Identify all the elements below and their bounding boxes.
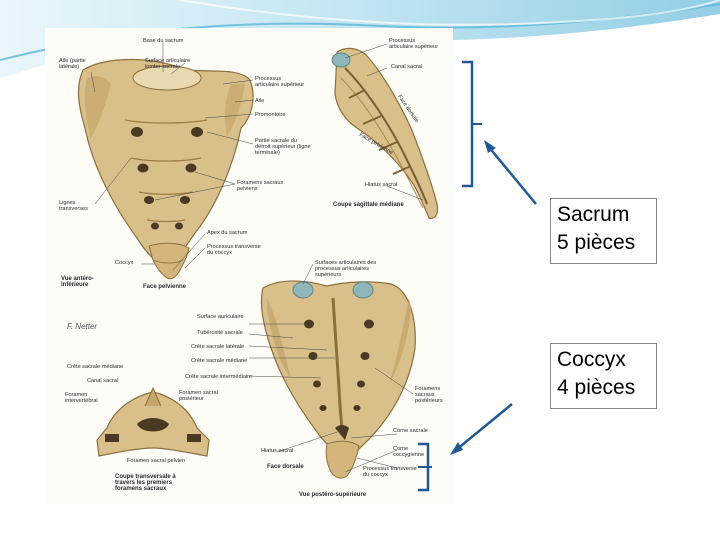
label-transverse-lines: Lignes transverses [59, 200, 88, 212]
label-posterior-coccyx-transverse-process: Processus transverse du coccyx [363, 466, 417, 478]
label-aile: Aile [255, 98, 265, 104]
label-transverse-posterior-foramen: Foramen sacral postérieur [179, 390, 218, 402]
sacrum-posterior-view [260, 280, 416, 479]
label-sacral-horn: Corne sacrale [393, 428, 428, 434]
sacrum-anterior-view [77, 58, 254, 280]
label-articular-surfaces: Surfaces articulaires des processus arti… [315, 260, 377, 278]
label-anterior-view: Vue antéro-inférieure [61, 276, 94, 288]
label-transverse-median-crest: Crête sacrale médiane [67, 364, 124, 370]
sacrum-callout-count: 5 pièces [557, 231, 636, 254]
label-sagittal-hiatus: Hiatus sacral [365, 182, 398, 188]
sacrum-anatomy-plate: Base du sacrum Surface articulaire lombo… [45, 28, 453, 504]
sacrum-callout-title: Sacrum [557, 203, 630, 226]
label-intervertebral-foramen: Foramen intervertébral [65, 392, 98, 404]
sacrum-arrowhead [484, 140, 496, 153]
label-coccygeal-horn: Corne coccygienne [393, 446, 425, 458]
coccyx-callout-title: Coccyx [557, 348, 626, 371]
sacrum-callout: Sacrum 5 pièces [550, 198, 657, 264]
label-sagittal-title: Coupe sagittale médiane [333, 202, 404, 208]
coccyx-callout-count: 4 pièces [557, 376, 636, 399]
label-transverse-title: Coupe transversale à travers les premier… [115, 474, 176, 492]
label-coccyx-transverse-process: Processus transverse du coccyx [207, 244, 261, 256]
label-posterior-view: Vue postéro-supérieure [299, 492, 367, 498]
label-transverse-pelvic-foramen: Foramen sacral pelvien [127, 458, 186, 464]
coccyx-arrow [455, 403, 513, 451]
sacrum-arrow [487, 145, 537, 205]
label-base: Base du sacrum [143, 38, 184, 44]
sacrum-bracket [462, 60, 474, 188]
label-pelvic-foramina: Foramens sacraux pelviens [237, 180, 284, 192]
label-posterior-hiatus: Hiatus sacral [261, 448, 294, 454]
label-posterior-foramina: Foramens sacraux postérieurs [415, 386, 443, 404]
label-auricular-surface: Surface auriculaire [197, 314, 244, 320]
label-apex: Apex du sacrum [207, 230, 248, 236]
coccyx-callout: Coccyx 4 pièces [550, 343, 657, 409]
sacrum-illustration [77, 42, 439, 479]
label-wing: Aile (partie latérale) [59, 58, 86, 70]
sacrum-transverse-section [96, 386, 210, 457]
label-intermediate-crest: Crête sacrale intermédiaire [185, 374, 253, 380]
label-superior-articular-process: Processus articulaire supérieur [255, 76, 305, 88]
label-sagittal-sacral-canal: Canal sacral [391, 64, 423, 70]
label-lumbosacral-surface: Surface articulaire lombo-sacrale [145, 58, 191, 70]
label-transverse-sacral-canal: Canal sacral [87, 378, 119, 384]
label-sagittal-articular-process: Processus articulaire supérieur [389, 38, 439, 50]
label-promontory: Promontoire [255, 112, 286, 118]
netter-signature: F. Netter [67, 322, 98, 331]
label-dorsal-face: Face dorsale [267, 464, 304, 470]
label-pelvic-face: Face pelvienne [143, 284, 187, 290]
label-pelvic-brim: Partie sacrale du détroit supérieur (lig… [255, 138, 311, 156]
label-sacral-tuberosity: Tubérosité sacrale [197, 330, 243, 336]
label-lateral-crest: Crête sacrale latérale [191, 344, 245, 350]
leader-lines [90, 42, 424, 473]
label-coccyx: Coccyx [115, 260, 134, 266]
sacrum-sagittal-section [331, 47, 439, 219]
label-median-crest: Crête sacrale médiane [191, 358, 248, 364]
